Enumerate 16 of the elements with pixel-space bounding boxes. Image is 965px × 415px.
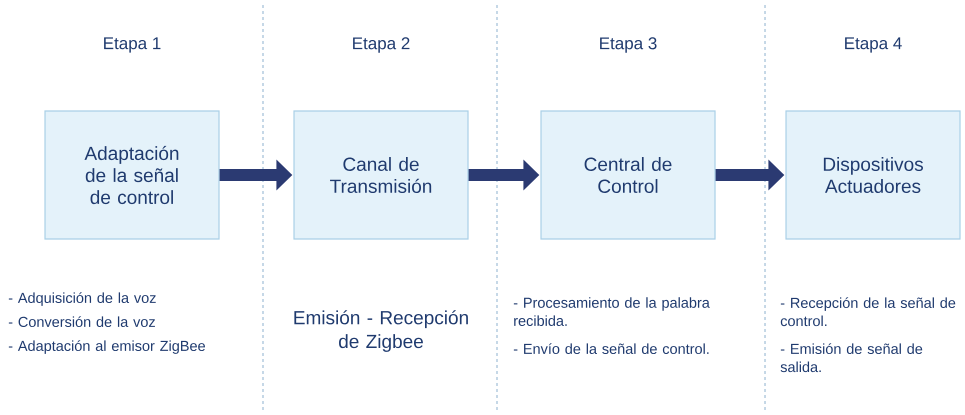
process-box: Adaptación de la señal de control (44, 110, 220, 240)
process-box: Dispositivos Actuadores (785, 110, 961, 240)
description-text: - Adquisición de la voz (8, 292, 156, 306)
stage-heading: Etapa 2 (353, 37, 410, 53)
description-text: - Envío de la señal de control. (514, 343, 708, 354)
description-text: - Emisión de señal de salida. (780, 343, 922, 372)
process-box: Canal de Transmisión (293, 110, 469, 240)
stage-heading: Etapa 1 (104, 37, 160, 53)
stage-heading: Etapa 4 (845, 37, 902, 53)
description-text: - Recepción de la señal de control. (780, 297, 956, 326)
stage-heading: Etapa 3 (600, 37, 657, 53)
process-box: Central de Control (540, 110, 716, 240)
description-text: - Procesamiento de la palabra recibida. (514, 297, 710, 326)
description-text: - Conversión de la voz (8, 316, 155, 328)
description-text: - Adaptación al emisor ZigBee (8, 340, 205, 354)
description-text: Emisión - Recepción de Zigbee (294, 310, 468, 352)
